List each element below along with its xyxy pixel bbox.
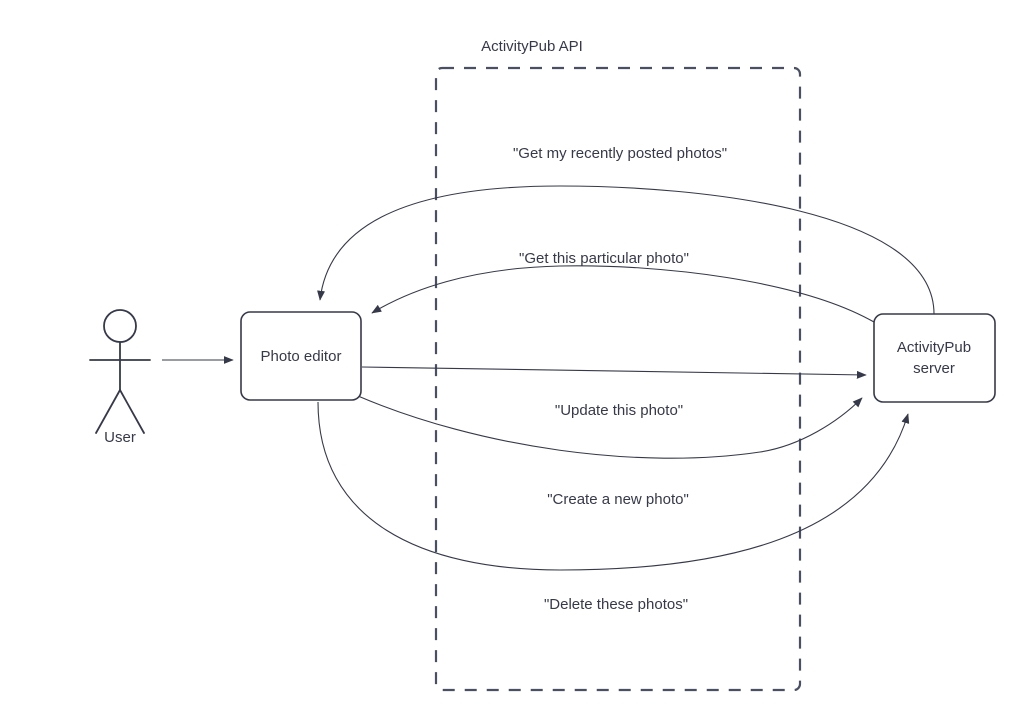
actor-label: User xyxy=(104,429,136,446)
user-actor: User xyxy=(89,309,151,446)
photo-editor-label: Photo editor xyxy=(261,348,342,365)
activitypub-api-boundary xyxy=(434,66,802,692)
edge-get-particular-photo xyxy=(371,265,875,323)
edge-create-photo xyxy=(357,395,863,459)
activitypub-server-box[interactable] xyxy=(873,313,996,403)
photo-editor-box[interactable] xyxy=(240,311,362,401)
edge-label-delete-photos: "Delete these photos" xyxy=(544,596,688,613)
actor-leg-left-icon xyxy=(95,389,121,434)
edge-label-create-photo: "Create a new photo" xyxy=(547,491,689,508)
node-activitypub-server[interactable]: ActivityPub server xyxy=(873,313,996,403)
edge-update-photo xyxy=(361,366,867,379)
boundary-label: ActivityPub API xyxy=(481,38,583,55)
activitypub-server-label-line1: ActivityPub xyxy=(897,339,971,356)
edge-label-update-photo: "Update this photo" xyxy=(555,402,683,419)
edge-label-get-recent-photos: "Get my recently posted photos" xyxy=(513,145,727,162)
edge-label-get-particular-photo: "Get this particular photo" xyxy=(519,250,689,267)
activitypub-server-label-line2: server xyxy=(913,360,955,377)
edge-delete-photos xyxy=(317,401,910,571)
actor-head-icon xyxy=(103,309,137,343)
node-photo-editor[interactable]: Photo editor xyxy=(240,311,362,401)
actor-leg-right-icon xyxy=(119,389,145,434)
edge-get-recent-photos xyxy=(317,185,935,315)
